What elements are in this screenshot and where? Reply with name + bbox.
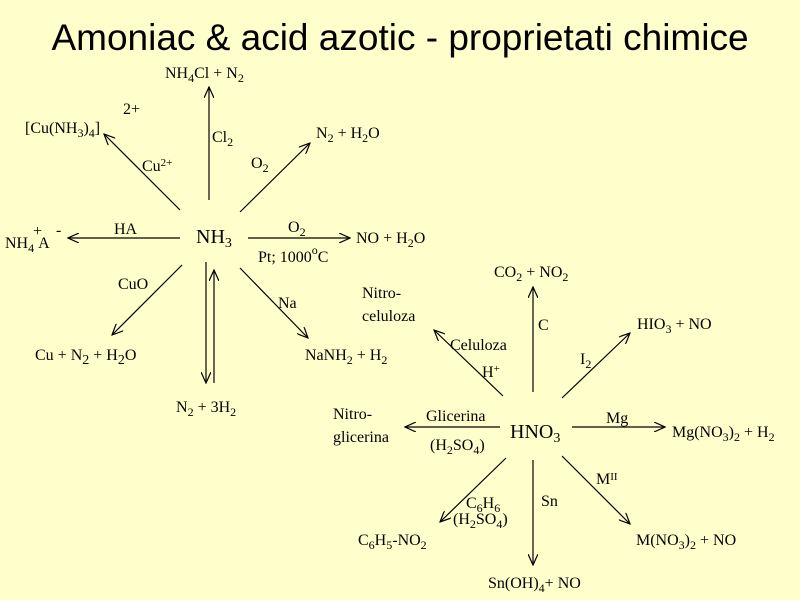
- arrow-nh3-cuo: [112, 264, 183, 335]
- product-no-h2o: NO + H2O: [356, 230, 425, 250]
- product-copper-complex: [Cu(NH3)4]: [25, 120, 100, 140]
- reagent-o2-catalytic: O2: [288, 219, 306, 239]
- product-nitroceluloza-line1: Nitro-: [362, 285, 401, 302]
- charge-minus: -: [56, 222, 61, 239]
- reagent-c: C: [538, 317, 549, 334]
- product-cu-n2-h2o: Cu + N2 + H2O: [35, 347, 136, 368]
- product-nitroceluloza-line2: celuloza: [362, 308, 415, 325]
- reagent-na: Na: [278, 295, 297, 312]
- product-n2-3h2: N2 + 3H2: [176, 399, 236, 419]
- product-nh4cl-n2: NH4Cl + N2: [165, 65, 244, 85]
- reagent-cu2plus: Cu2+: [142, 157, 172, 175]
- reagent-sn: Sn: [541, 493, 558, 510]
- page-title: Amoniac & acid azotic - proprietati chim…: [51, 17, 748, 58]
- reagent-o2-upper: O2: [251, 155, 269, 175]
- arrow-hno3-benzene: [440, 457, 507, 522]
- product-nitroglicerina-line2: glicerina: [333, 429, 389, 446]
- arrow-nh3-complex: [104, 134, 181, 211]
- catalyst-h2so4-2: (H2SO4): [453, 511, 508, 531]
- reagent-cl2: Cl2: [212, 129, 233, 149]
- product-snoh4-no: Sn(OH)4+ NO: [488, 575, 581, 595]
- catalyst-h2so4-1: (H2SO4): [430, 437, 485, 457]
- reagent-c6h6: C6H6: [466, 495, 500, 515]
- nitric-acid-center: HNO3: [510, 421, 560, 446]
- arrow-hno3-celuloza: [434, 330, 504, 397]
- product-nanh2-h2: NaNH2 + H2: [305, 347, 387, 367]
- product-hio3-no: HIO3 + NO: [637, 316, 712, 336]
- reagent-celuloza: Celuloza: [450, 337, 507, 354]
- complex-charge: 2+: [123, 101, 140, 118]
- product-mno3-no: M(NO3)2 + NO: [636, 532, 736, 552]
- product-mgno3-h2: Mg(NO3)2 + H2: [672, 424, 775, 444]
- ammonia-center: NH3: [196, 226, 232, 251]
- reagent-mg: Mg: [606, 410, 628, 427]
- arrow-nh3-na: [239, 267, 308, 338]
- catalyst-h-plus: H+: [482, 363, 500, 381]
- product-n2-h2o: N2 + H2O: [316, 125, 380, 145]
- reagent-ha: HA: [114, 221, 138, 238]
- product-co2-no2: CO2 + NO2: [494, 264, 568, 284]
- arrow-hno3-i2: [561, 333, 630, 399]
- product-nitroglicerina-line1: Nitro-: [333, 406, 372, 423]
- reagent-metal-ii: MII: [596, 471, 618, 488]
- reagent-cuo: CuO: [118, 276, 148, 293]
- reagent-i2: I2: [580, 351, 591, 371]
- reagent-glicerina: Glicerina: [426, 408, 486, 425]
- condition-pt-1000c: Pt; 1000oC: [258, 243, 328, 266]
- arrow-nh3-o2: [239, 143, 310, 213]
- product-nitrobenzene: C6H5-NO2: [358, 532, 427, 552]
- arrow-hno3-metal: [561, 455, 630, 524]
- charge-plus: +: [33, 223, 42, 240]
